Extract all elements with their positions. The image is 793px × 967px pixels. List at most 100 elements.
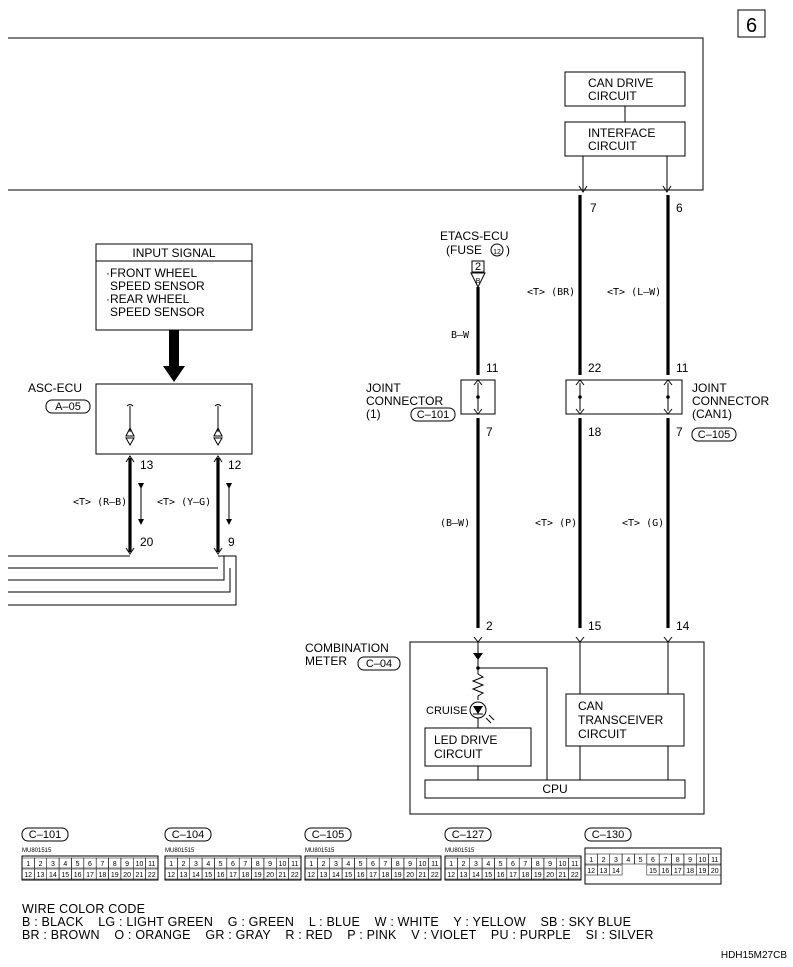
pin-label: 9 — [408, 861, 412, 868]
pin-label: 9 — [268, 861, 272, 868]
pin-label: 3 — [614, 857, 618, 864]
pin-j2-bot-b: 7 — [676, 425, 683, 439]
pin-label: 14 — [612, 868, 620, 875]
page-number-badge: 6 — [737, 9, 766, 38]
pin-label: 5 — [219, 861, 223, 868]
cpu-label: CPU — [542, 782, 567, 796]
input-signal-block: INPUT SIGNAL ·FRONT WHEEL SPEED SENSOR ·… — [95, 243, 253, 331]
can-transceiver-label-3: CIRCUIT — [578, 727, 627, 741]
pin-label: 18 — [241, 872, 249, 879]
pin-label: 9 — [548, 861, 552, 868]
pin-label: 1 — [449, 861, 453, 868]
pin-label: 22 — [571, 872, 579, 879]
pin-label: 17 — [369, 872, 377, 879]
pin-label: 2 — [322, 861, 326, 868]
pin-label: 10 — [279, 861, 287, 868]
pin-label: 6 — [511, 861, 515, 868]
pin-label: 2 — [462, 861, 466, 868]
pin-asc-20: 20 — [140, 535, 154, 549]
asc-ecu-code: A–05 — [55, 401, 81, 413]
pin-label: 21 — [136, 872, 144, 879]
pin-label: 13 — [600, 868, 608, 875]
pin-label: 1 — [26, 861, 30, 868]
pin-label: 13 — [37, 872, 45, 879]
meter-label-1: COMBINATION — [305, 641, 389, 655]
pin-label: 11 — [291, 861, 298, 868]
pin-label: 6 — [371, 861, 375, 868]
pin-label: 13 — [460, 872, 468, 879]
connector-code: C–101 — [29, 829, 61, 841]
fuse-label: (FUSE — [446, 243, 482, 257]
pin-label: 18 — [521, 872, 529, 879]
connector-part-number: MU801515 — [445, 848, 475, 854]
pin-label: 14 — [49, 872, 57, 879]
joint1-code: C–101 — [417, 409, 449, 421]
can-transceiver-label-2: TRANSCEIVER — [578, 713, 664, 727]
pin-label: 10 — [419, 861, 427, 868]
connector-code: C–127 — [452, 829, 484, 841]
input-item-1: ·FRONT WHEEL — [106, 266, 197, 280]
can-drive-label-2: CIRCUIT — [588, 89, 637, 103]
pin-label: 7 — [523, 861, 527, 868]
pin-label: 16 — [497, 872, 505, 879]
wire-label-rb: <T> (R–B) — [73, 497, 127, 508]
can-transceiver-label-1: CAN — [578, 699, 603, 713]
connector-part-number: MU801515 — [165, 848, 195, 854]
pin-label: 11 — [711, 857, 718, 864]
wire-label-g: <T> (G) — [622, 518, 664, 529]
cruise-label: CRUISE — [426, 705, 468, 717]
etacs-label: ETACS-ECU — [440, 229, 508, 243]
pin-j1-top: 11 — [486, 361, 499, 375]
input-signal-title: INPUT SIGNAL — [132, 246, 215, 260]
wire-label-p: <T> (P) — [535, 518, 577, 529]
pin-label: 17 — [229, 872, 237, 879]
pin-label: 18 — [381, 872, 389, 879]
joint-connector-can1: JOINT CONNECTOR (CAN1) C–105 — [565, 379, 769, 442]
pin-j1-bot: 7 — [486, 425, 493, 439]
pin-label: 21 — [279, 872, 287, 879]
pin-label: 4 — [346, 861, 350, 868]
pin-label: 6 — [231, 861, 235, 868]
pin-label: 3 — [194, 861, 198, 868]
pin-label: 20 — [123, 872, 131, 879]
pin-label: 22 — [291, 872, 299, 879]
pin-label: 11 — [431, 861, 438, 868]
pin-label: 12 — [167, 872, 175, 879]
legend-title: WIRE COLOR CODE — [22, 902, 146, 916]
etacs-ecu-block: ETACS-ECU (FUSE 12 ) 2 B — [440, 229, 510, 289]
pin-label: 6 — [88, 861, 92, 868]
pin-upper-6: 6 — [676, 201, 683, 215]
connector-code: C–130 — [592, 829, 624, 841]
pin-label: 4 — [486, 861, 490, 868]
pin-label: 7 — [100, 861, 104, 868]
pin-label: 20 — [711, 868, 719, 875]
pin-label: 13 — [180, 872, 188, 879]
pin-label: 8 — [256, 861, 260, 868]
pin-label: 16 — [661, 868, 669, 875]
wire-label-bw: (B–W) — [440, 518, 470, 529]
pin-label: 19 — [111, 872, 119, 879]
pin-label: 20 — [546, 872, 554, 879]
pin-asc-9: 9 — [228, 535, 235, 549]
legend-line-2: BR : BROWN O : ORANGE GR : GRAY R : RED … — [22, 928, 654, 942]
pin-label: 19 — [394, 872, 402, 879]
fuse-number: 12 — [493, 249, 501, 256]
pin-meter-15: 15 — [588, 619, 602, 633]
pin-label: 11 — [148, 861, 155, 868]
joint1-label-2: CONNECTOR — [366, 394, 443, 408]
asc-ecu-label: ASC-ECU — [28, 381, 82, 395]
pin-label: 18 — [686, 868, 694, 875]
pin-label: 5 — [639, 857, 643, 864]
pin-label: 21 — [559, 872, 567, 879]
led-drive-label-2: CIRCUIT — [434, 747, 483, 761]
pin-asc-12: 12 — [228, 458, 242, 472]
pin-label: 21 — [419, 872, 427, 879]
pin-label: 15 — [649, 868, 657, 875]
pin-label: 10 — [559, 861, 567, 868]
pin-label: 14 — [332, 872, 340, 879]
